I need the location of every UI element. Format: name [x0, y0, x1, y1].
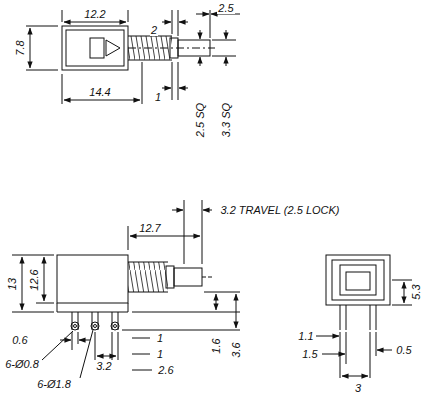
dimension-label: 6-Ø0.8 — [4, 358, 40, 370]
dimension-label: 5.3 — [410, 283, 422, 300]
dimension-label: 1 — [156, 348, 164, 360]
dimension-label: 6-Ø1.8 — [36, 378, 72, 390]
dimension-label: 2.5 — [217, 2, 234, 14]
dimension-label: 7.8 — [14, 39, 26, 56]
top-view — [26, 10, 240, 104]
end-view — [316, 255, 412, 378]
dimension-label: 3.2 — [95, 360, 112, 372]
dimension-label: 3.2 TRAVEL (2.5 LOCK) — [219, 204, 340, 216]
side-view — [12, 200, 240, 378]
dimension-label: 3.3 SQ — [220, 102, 232, 138]
dimension-label: 1 — [156, 332, 164, 344]
dimension-label: 3 — [354, 382, 362, 394]
dimension-label: 3.6 — [230, 341, 242, 358]
dimension-label: 1.1 — [297, 330, 314, 342]
dimension-label: 12.7 — [138, 222, 161, 234]
dimension-label: 1 — [154, 91, 162, 103]
dimension-label: 13 — [6, 277, 18, 291]
dimension-label: 2 — [150, 24, 158, 36]
dimension-label: 2.5 SQ — [194, 102, 206, 138]
dimension-label: 2.6 — [157, 364, 174, 376]
dimension-label: 12.2 — [83, 8, 106, 20]
dimension-label: 14.4 — [88, 86, 111, 98]
dimension-label: 0.6 — [11, 334, 28, 346]
dimension-label: 0.5 — [395, 344, 412, 356]
dimension-label: 1.5 — [301, 348, 318, 360]
dimension-label: 12.6 — [28, 268, 40, 291]
dimension-label: 1.6 — [210, 337, 222, 354]
